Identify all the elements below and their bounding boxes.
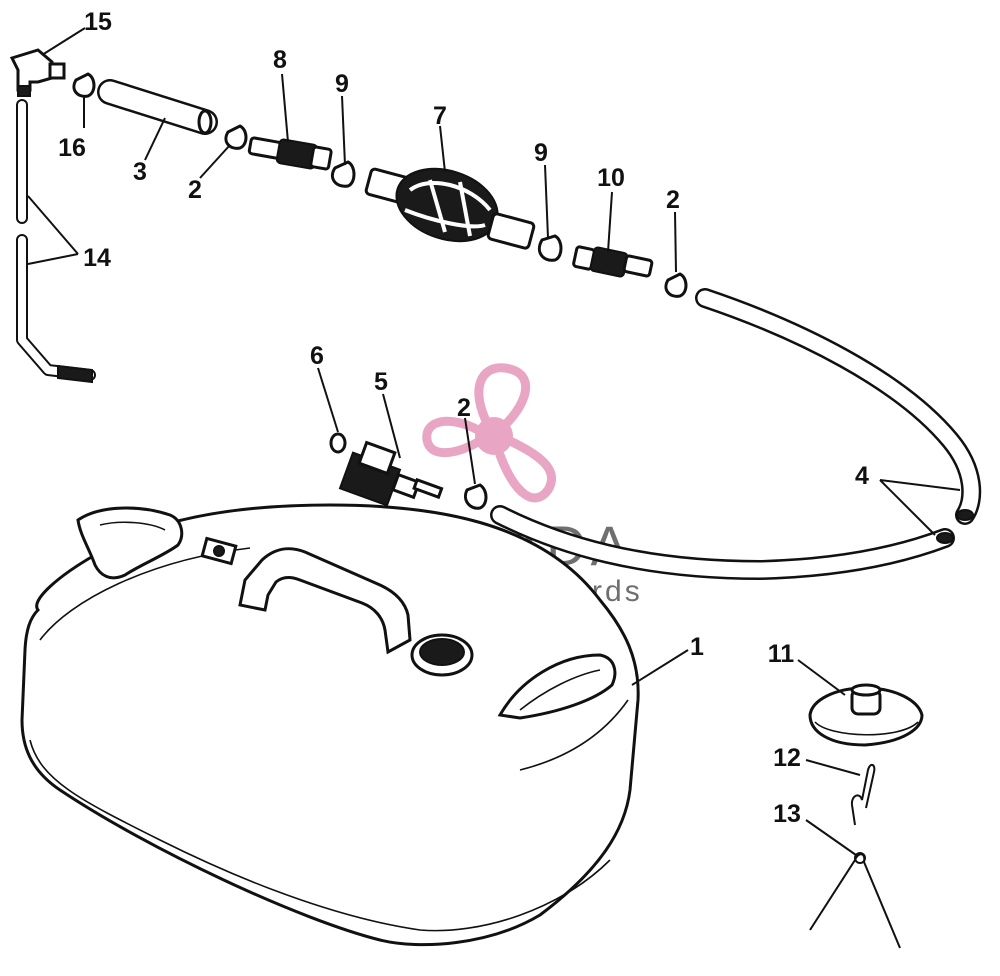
- callout-8: 8: [273, 46, 287, 74]
- short-hose: [97, 79, 218, 135]
- hose-clamp-lower: [464, 483, 488, 510]
- hose-clamp-right: [664, 272, 688, 298]
- callout-13: 13: [773, 800, 801, 828]
- fuel-hose: [490, 288, 982, 581]
- vent-elbow: [9, 48, 66, 97]
- hose-clamp-9-left: [330, 160, 356, 188]
- callout-4: 4: [855, 462, 869, 490]
- callout-3: 3: [133, 158, 147, 186]
- tank-fitting: [572, 245, 654, 278]
- callout-2-lower: 2: [457, 394, 471, 422]
- engine-fitting: [247, 136, 333, 171]
- callout-5: 5: [374, 368, 388, 396]
- tank-handle: [238, 547, 412, 655]
- retainer-clip: [809, 852, 901, 949]
- propeller-icon: [422, 363, 556, 503]
- callout-9-left: 9: [335, 70, 349, 98]
- tank-vent-plate: [200, 536, 238, 566]
- o-ring: [329, 432, 347, 454]
- tank-bumper-right: [497, 653, 617, 720]
- primer-bulb: [364, 167, 536, 250]
- callout-6: 6: [310, 342, 324, 370]
- cap-chain-hook: [850, 764, 876, 826]
- callout-10: 10: [597, 164, 625, 192]
- fuel-tank: [20, 503, 640, 947]
- callout-12: 12: [773, 744, 801, 772]
- leader-lines: [27, 27, 961, 856]
- hose-clamp-9-right: [537, 234, 563, 262]
- callout-2-upper: 2: [188, 176, 202, 204]
- callout-labels: 15 16 3 2 8 9 7 9 10 2 14 6 5 2 4 1 11 1…: [58, 8, 869, 828]
- vent-tube: [16, 99, 96, 384]
- callout-7: 7: [433, 102, 447, 130]
- callout-1: 1: [690, 633, 704, 661]
- tank-filler-neck: [410, 633, 474, 677]
- callout-14: 14: [83, 244, 111, 272]
- hose-clamp-16: [72, 72, 96, 98]
- callout-16: 16: [58, 134, 86, 162]
- fuel-cap: [808, 683, 924, 747]
- callout-15: 15: [84, 8, 112, 36]
- hose-clamp-upper: [224, 124, 248, 150]
- tank-bumper-left: [76, 506, 184, 580]
- callout-9-right: 9: [534, 139, 548, 167]
- callout-2-right: 2: [666, 186, 680, 214]
- callout-11: 11: [768, 640, 795, 668]
- tank-connector: [338, 440, 444, 507]
